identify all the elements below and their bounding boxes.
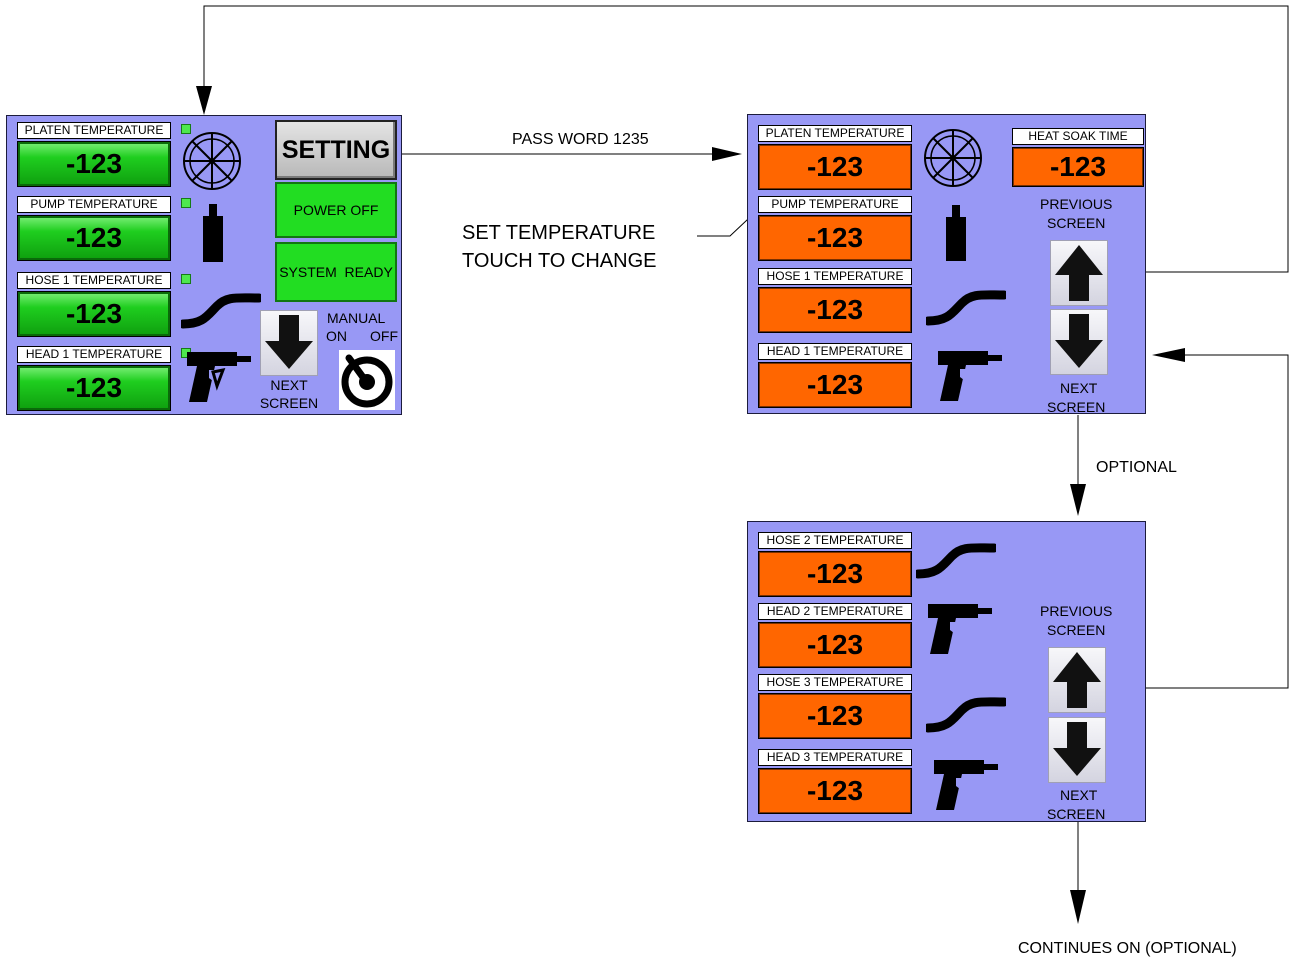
- next-screen-button[interactable]: [1048, 717, 1106, 783]
- password-annotation: PASS WORD 1235: [512, 131, 649, 148]
- head-2-temperature-tile[interactable]: HEAD 2 TEMPERATURE -123: [758, 603, 912, 669]
- tile-label: HEAD 2 TEMPERATURE: [758, 603, 912, 620]
- pump-icon: [203, 204, 223, 262]
- tile-value: -123: [758, 693, 912, 739]
- tile-value: -123: [17, 291, 171, 337]
- pump-temperature-setpoint-tile[interactable]: PUMP TEMPERATURE -123: [758, 196, 912, 262]
- spray-gun-icon: [187, 352, 251, 402]
- previous-screen-button[interactable]: [1050, 240, 1108, 306]
- manual-on-label: ON: [326, 328, 347, 344]
- setting-button[interactable]: SETTING: [275, 120, 397, 180]
- previous-label: PREVIOUS: [1040, 603, 1113, 619]
- manual-label: MANUAL: [327, 310, 386, 326]
- main-screen-panel: PLATEN TEMPERATURE -123 PUMP TEMPERATURE…: [6, 115, 402, 415]
- tile-label: HEAT SOAK TIME: [1012, 128, 1144, 145]
- tile-label: HEAD 1 TEMPERATURE: [758, 343, 912, 360]
- tile-label: PLATEN TEMPERATURE: [758, 125, 912, 142]
- tile-value: -123: [758, 144, 912, 190]
- manual-switch-icon: [341, 354, 393, 408]
- head-1-temperature-tile[interactable]: HEAD 1 TEMPERATURE -123: [17, 346, 171, 412]
- power-off-button[interactable]: POWER OFF: [275, 182, 397, 238]
- tile-label: PUMP TEMPERATURE: [758, 196, 912, 213]
- screen-label: SCREEN: [1047, 399, 1106, 415]
- previous-screen-button[interactable]: [1048, 647, 1106, 713]
- spray-gun-icon: [938, 351, 1002, 401]
- tile-value: -123: [17, 141, 171, 187]
- hose-3-temperature-tile[interactable]: HOSE 3 TEMPERATURE -123: [758, 674, 912, 740]
- hose-icon: [926, 290, 1006, 326]
- pump-status-led: [181, 198, 191, 208]
- hose-icon: [916, 543, 996, 579]
- touch-to-change-annotation: TOUCH TO CHANGE: [462, 250, 657, 272]
- arrow-down-icon: [265, 315, 313, 369]
- platen-temperature-setpoint-tile[interactable]: PLATEN TEMPERATURE -123: [758, 125, 912, 191]
- manual-switch[interactable]: [339, 350, 395, 410]
- arrow-up-icon: [1053, 652, 1101, 708]
- hose-1-temperature-setpoint-tile[interactable]: HOSE 1 TEMPERATURE -123: [758, 268, 912, 334]
- tile-value: -123: [17, 215, 171, 261]
- platen-wheel-icon: [924, 129, 982, 187]
- arrow-up-icon: [1055, 245, 1103, 301]
- tile-label: HOSE 1 TEMPERATURE: [758, 268, 912, 285]
- platen-wheel-icon: [183, 132, 241, 190]
- screen-label: SCREEN: [1047, 806, 1106, 822]
- head-1-temperature-setpoint-tile[interactable]: HEAD 1 TEMPERATURE -123: [758, 343, 912, 409]
- heat-soak-time-tile[interactable]: HEAT SOAK TIME -123: [1012, 128, 1144, 194]
- hose-status-led: [181, 274, 191, 284]
- spray-gun-icon: [934, 760, 998, 810]
- tile-value: -123: [17, 365, 171, 411]
- platen-temperature-tile[interactable]: PLATEN TEMPERATURE -123: [17, 122, 171, 188]
- previous-label: PREVIOUS: [1040, 196, 1113, 212]
- tile-value: -123: [758, 622, 912, 668]
- system-ready-button[interactable]: SYSTEM READY: [275, 242, 397, 302]
- next-screen-button[interactable]: [1050, 309, 1108, 375]
- tile-label: PLATEN TEMPERATURE: [17, 122, 171, 139]
- head-3-temperature-tile[interactable]: HEAD 3 TEMPERATURE -123: [758, 749, 912, 815]
- screen-label: SCREEN: [259, 395, 319, 411]
- tile-label: HEAD 3 TEMPERATURE: [758, 749, 912, 766]
- hose-icon: [926, 697, 1006, 733]
- setting-label: SETTING: [281, 136, 391, 164]
- tile-value: -123: [1012, 147, 1144, 187]
- tile-label: HEAD 1 TEMPERATURE: [17, 346, 171, 363]
- tile-value: -123: [758, 768, 912, 814]
- hose-2-temperature-tile[interactable]: HOSE 2 TEMPERATURE -123: [758, 532, 912, 598]
- hose-icon: [181, 293, 261, 329]
- optional-screen-panel: HOSE 2 TEMPERATURE -123 HEAD 2 TEMPERATU…: [747, 521, 1146, 822]
- arrow-down-icon: [1053, 722, 1101, 776]
- tile-value: -123: [758, 362, 912, 408]
- spray-gun-icon: [928, 604, 992, 654]
- settings-screen-panel: PLATEN TEMPERATURE -123 PUMP TEMPERATURE…: [747, 114, 1146, 415]
- next-label: NEXT: [1060, 787, 1098, 803]
- tile-label: HOSE 3 TEMPERATURE: [758, 674, 912, 691]
- tile-label: HOSE 2 TEMPERATURE: [758, 532, 912, 549]
- optional-annotation: OPTIONAL: [1096, 459, 1177, 476]
- screen-label: SCREEN: [1047, 215, 1106, 231]
- manual-off-label: OFF: [370, 328, 398, 344]
- pump-temperature-tile[interactable]: PUMP TEMPERATURE -123: [17, 196, 171, 262]
- tile-label: PUMP TEMPERATURE: [17, 196, 171, 213]
- pump-icon: [946, 205, 966, 261]
- tile-value: -123: [758, 215, 912, 261]
- system-ready-label: SYSTEM READY: [279, 264, 393, 280]
- power-off-label: POWER OFF: [293, 202, 379, 218]
- set-temperature-annotation: SET TEMPERATURE: [462, 222, 656, 244]
- tile-value: -123: [758, 287, 912, 333]
- tile-label: HOSE 1 TEMPERATURE: [17, 272, 171, 289]
- arrow-down-icon: [1055, 314, 1103, 368]
- continues-annotation: CONTINUES ON (OPTIONAL): [1018, 940, 1237, 957]
- next-label: NEXT: [1060, 380, 1098, 396]
- next-label: NEXT: [270, 377, 308, 393]
- hose-1-temperature-tile[interactable]: HOSE 1 TEMPERATURE -123: [17, 272, 171, 338]
- platen-status-led: [181, 124, 191, 134]
- tile-value: -123: [758, 551, 912, 597]
- screen-label: SCREEN: [1047, 622, 1106, 638]
- next-screen-button[interactable]: [260, 310, 318, 376]
